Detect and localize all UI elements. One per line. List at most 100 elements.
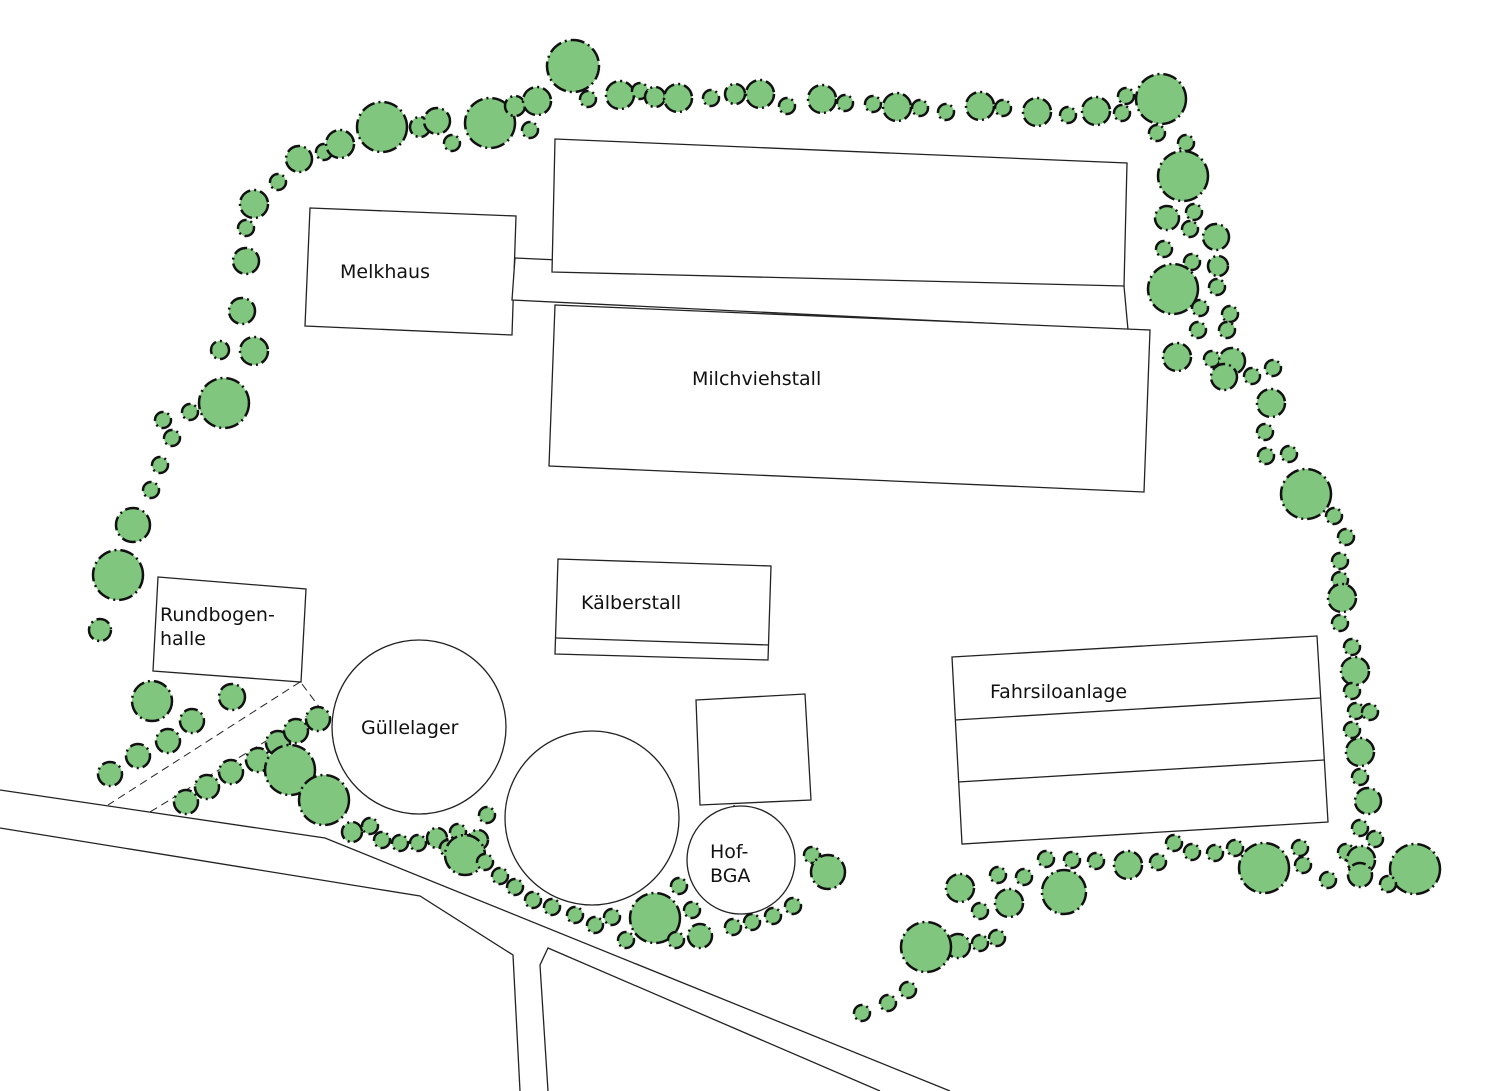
guellelager-tank: [331, 639, 507, 815]
tree-icon: [1324, 506, 1344, 526]
tree-icon: [1014, 867, 1034, 887]
tree-icon: [1176, 133, 1196, 153]
tree-icon: [1344, 736, 1376, 768]
fahrsiloanlage-label: Fahrsiloanlage: [990, 681, 1127, 703]
tree-icon: [1182, 842, 1202, 862]
tree-icon: [408, 833, 428, 853]
tree-icon: [964, 90, 996, 122]
tree-icon: [1217, 320, 1237, 340]
tree-icon: [1350, 818, 1370, 838]
tree-icon: [1342, 720, 1362, 740]
tree-icon: [1318, 870, 1338, 890]
tree-icon: [390, 833, 410, 853]
tree-icon: [1209, 362, 1239, 392]
tree-icon: [1058, 105, 1078, 125]
tree-icon: [505, 877, 525, 897]
tree-icon: [970, 933, 990, 953]
tree-icon: [1293, 855, 1313, 875]
tree-icon: [602, 907, 622, 927]
tree-icon: [1242, 366, 1262, 386]
tree-icon: [1388, 842, 1442, 896]
tree-icon: [723, 82, 747, 106]
tree-icon: [944, 872, 976, 904]
tree-icon: [150, 455, 170, 475]
tree-icon: [628, 891, 682, 945]
tree-icon: [1263, 358, 1283, 378]
tree-icon: [723, 917, 743, 937]
kaelberstall-label: Kälberstall: [581, 592, 681, 614]
tree-icon: [282, 717, 310, 745]
tree-icon: [1342, 681, 1362, 701]
tree-icon: [297, 773, 351, 827]
tree-icon: [360, 816, 380, 836]
buildings: [107, 138, 1329, 915]
tree-icon: [475, 852, 495, 872]
tree-icon: [1182, 252, 1202, 272]
tree-icon: [616, 930, 636, 950]
tree-icon: [1154, 239, 1174, 259]
tree-icon: [1164, 833, 1184, 853]
tree-icon: [1062, 850, 1082, 870]
tree-icon: [114, 506, 152, 544]
tree-icon: [162, 428, 182, 448]
tree-icon: [1353, 786, 1383, 816]
tree-icon: [1190, 298, 1210, 318]
tree-icon: [1147, 123, 1167, 143]
tree-icon: [1080, 95, 1112, 127]
tree-icon: [806, 83, 838, 115]
tree-icon: [545, 38, 601, 94]
tree-icon: [1365, 829, 1385, 849]
tree-icon: [1220, 304, 1240, 324]
tree-icon: [682, 900, 702, 920]
tree-icon: [1290, 838, 1310, 858]
tree-icon: [217, 682, 247, 712]
rundbogenhalle-building: [152, 576, 307, 683]
tree-icon: [1339, 655, 1371, 687]
tree-icon: [1207, 277, 1227, 297]
milchviehstall-label: Milchviehstall: [692, 368, 821, 390]
tree-icon: [178, 707, 206, 735]
tree-icon: [993, 98, 1013, 118]
tree-icon: [521, 85, 553, 117]
tree-icon: [1346, 861, 1374, 889]
tree-icon: [1330, 613, 1350, 633]
tree-icon: [1378, 874, 1398, 894]
tree-icon: [669, 876, 689, 896]
tree-icon: [604, 79, 636, 111]
roads: [0, 789, 951, 1091]
tree-icon: [899, 920, 953, 974]
tree-icon: [193, 773, 221, 801]
tree-icon: [1225, 838, 1245, 858]
tree-icon: [1112, 103, 1132, 123]
tree-icon: [1255, 387, 1287, 419]
tree-icon: [1161, 341, 1193, 373]
tree-icon: [1256, 446, 1276, 466]
fahrsiloanlage-building: [951, 635, 1329, 845]
tree-icon: [1156, 149, 1210, 203]
tree-icon: [1279, 444, 1299, 464]
tree-icon: [1040, 868, 1088, 916]
tree-icon: [1086, 851, 1106, 871]
side-road-edge: [539, 947, 881, 1091]
tree-icon: [197, 376, 251, 430]
tree-icon: [1237, 841, 1291, 895]
tree-icon: [1153, 204, 1181, 232]
tree-icon: [910, 98, 930, 118]
tree-icon: [1021, 96, 1053, 128]
tree-icon: [1146, 262, 1200, 316]
tree-icon: [238, 188, 270, 220]
tree-icon: [96, 760, 124, 788]
tree-icon: [268, 172, 288, 192]
tree-icon: [153, 410, 173, 430]
hofbga-label-line1: Hof-: [710, 841, 748, 863]
tree-icon: [666, 930, 686, 950]
tree-icon: [503, 94, 527, 118]
tree-icon: [154, 727, 182, 755]
tree-icon: [340, 820, 364, 844]
tree-icon: [124, 742, 152, 770]
tree-icon: [744, 78, 776, 110]
tree-icon: [662, 82, 694, 114]
tree-icon: [1036, 849, 1056, 869]
tree-icon: [1336, 527, 1356, 547]
